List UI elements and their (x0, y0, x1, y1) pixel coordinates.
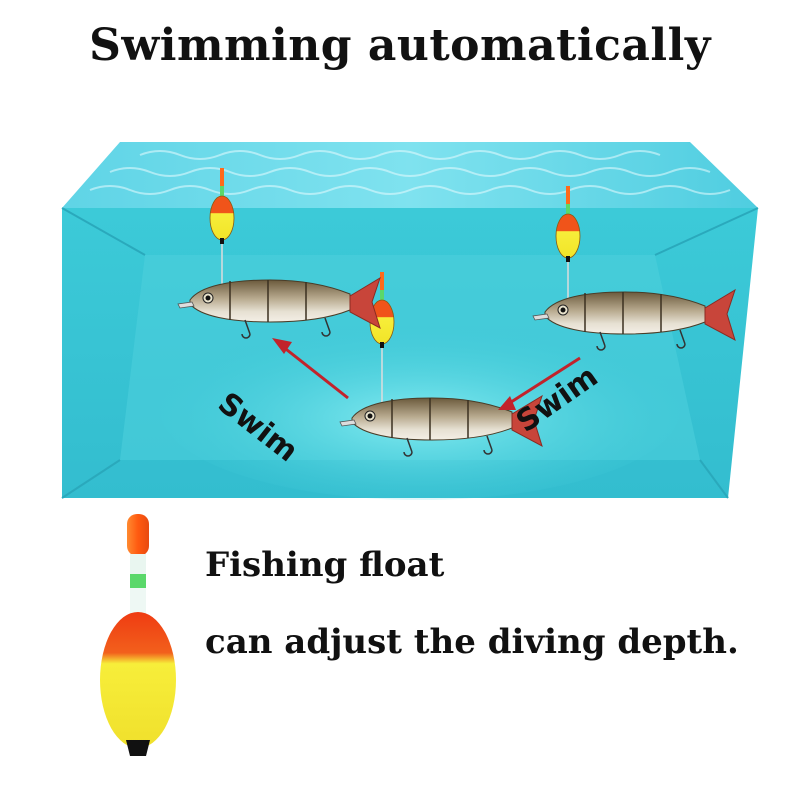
arrow-icon (498, 356, 581, 410)
water-ripples (89, 150, 731, 195)
caption-fishing-float: Fishing float (205, 545, 445, 585)
caption-diving-depth: can adjust the diving depth. (205, 622, 739, 662)
page-title: Swimming automatically (89, 20, 711, 71)
fishing-float-icon (100, 514, 176, 756)
arrow-icon (272, 338, 349, 400)
